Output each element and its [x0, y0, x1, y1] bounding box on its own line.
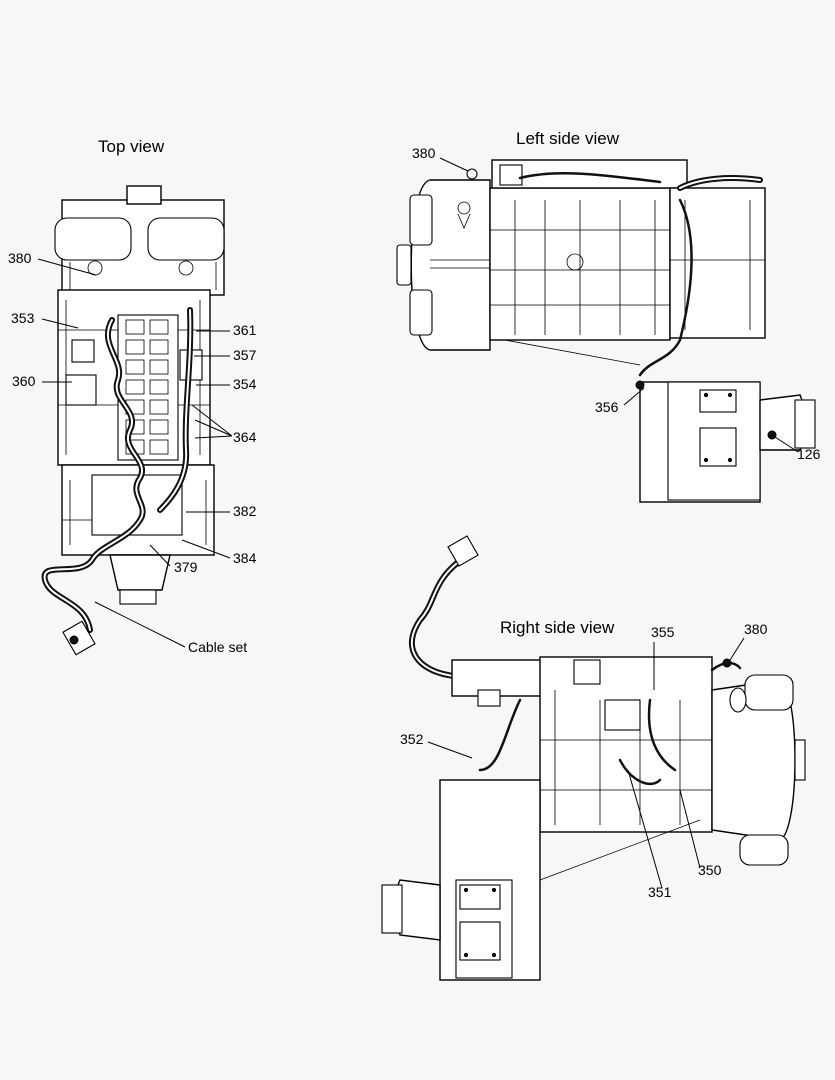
callout-top-353: 353 — [11, 310, 35, 326]
top-view-drawing — [41, 185, 225, 656]
right-view-drawing — [381, 535, 806, 981]
right-view-title: Right side view — [500, 618, 615, 637]
callout-top-382: 382 — [233, 503, 257, 519]
callout-top-379: 379 — [174, 559, 198, 575]
callout-top-384: 384 — [233, 550, 257, 566]
left-view-connector-380 — [466, 168, 478, 180]
callout-top-cable-set: Cable set — [188, 639, 247, 655]
top-view-leaders — [37, 258, 233, 648]
top-view-title: Top view — [98, 137, 165, 156]
top-view: Top view — [8, 137, 257, 656]
callout-left-126: 126 — [797, 446, 821, 462]
callout-left-356: 356 — [595, 399, 619, 415]
callout-left-380: 380 — [412, 145, 436, 161]
right-side-view: Right side view — [381, 535, 806, 981]
left-view-leaders — [439, 157, 799, 453]
callout-right-355: 355 — [651, 624, 675, 640]
callout-right-350: 350 — [698, 862, 722, 878]
callout-right-380: 380 — [744, 621, 768, 637]
callout-top-357: 357 — [233, 347, 257, 363]
callout-top-360: 360 — [12, 373, 36, 389]
callout-top-380: 380 — [8, 250, 32, 266]
callout-top-354: 354 — [233, 376, 257, 392]
right-view-leaders — [427, 637, 745, 889]
callout-top-364: 364 — [233, 429, 257, 445]
callout-right-352: 352 — [400, 731, 424, 747]
callout-top-361: 361 — [233, 322, 257, 338]
left-view-drawing — [396, 159, 816, 503]
left-view-title: Left side view — [516, 129, 620, 148]
callout-right-351: 351 — [648, 884, 672, 900]
left-side-view: Left side view — [396, 129, 821, 503]
